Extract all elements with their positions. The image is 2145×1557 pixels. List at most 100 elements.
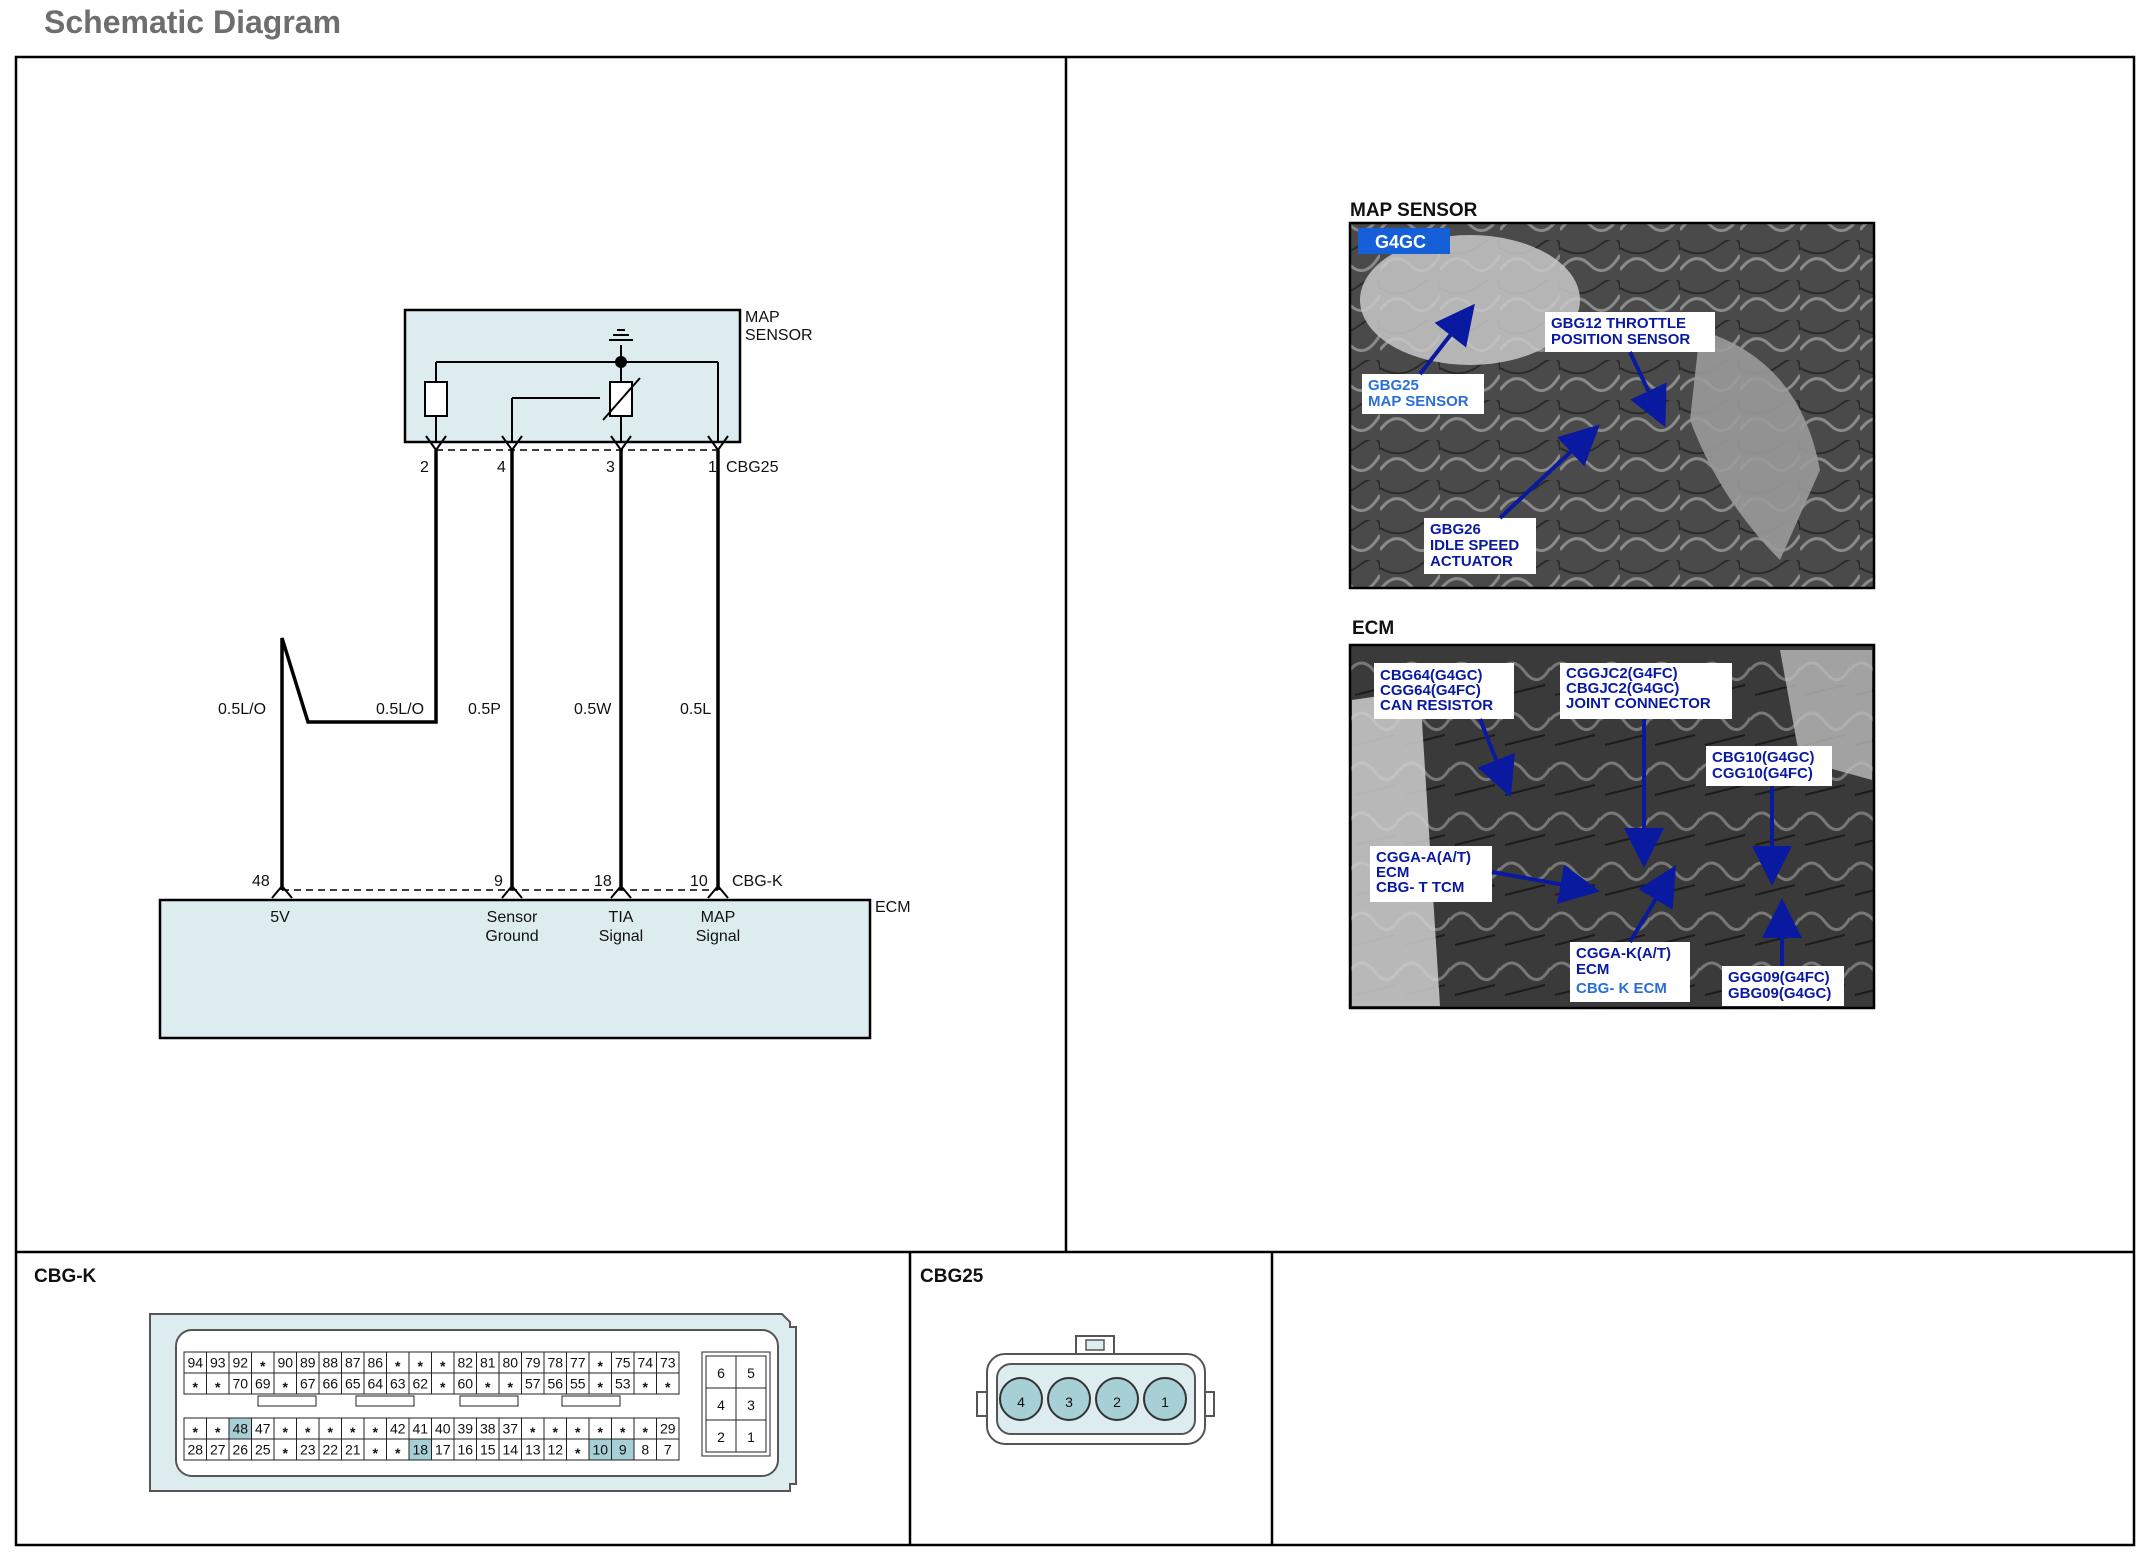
callout-gbg12-1: GBG12 THROTTLE (1551, 315, 1686, 332)
cbg25-pin (999, 1377, 1043, 1421)
wire-label-4: 0.5W (574, 701, 612, 718)
cbgk-pin-label: * (418, 1358, 424, 1374)
cbgk-pin-label: 94 (187, 1355, 203, 1371)
callout-cbg-k-ecm: CBG- K ECM (1576, 980, 1667, 997)
callout-cbg64-3: CAN RESISTOR (1380, 697, 1493, 714)
cbgk-side-pin-label: 5 (747, 1365, 755, 1381)
sensor-internal-circuit (424, 329, 719, 442)
cbgk-pin-label: * (193, 1424, 199, 1440)
cbgk-pin-label: * (485, 1379, 491, 1395)
callout-gbg26-3: ACTUATOR (1430, 553, 1513, 570)
cbgk-side-pin-cell (735, 1419, 767, 1453)
cbgk-side-pin-cell (735, 1387, 767, 1421)
cbgk-pin-label: * (575, 1445, 581, 1461)
callout-cbg10-1: CBG10(G4GC) (1712, 749, 1815, 766)
cbgk-pin-label: * (620, 1424, 626, 1440)
junction-dot (615, 356, 627, 368)
callout-cgga-a-3: CBG- T TCM (1376, 879, 1464, 896)
cbg25-pin-label: 2 (1113, 1394, 1121, 1410)
cbgk-pin-label: 82 (457, 1355, 473, 1371)
cbgk-pin-label: 93 (210, 1355, 226, 1371)
ecm-photo-heading: ECM (1352, 618, 1394, 639)
callout-gbg26-2: IDLE SPEED (1430, 537, 1519, 554)
ecm-pin-10: 10 (690, 873, 708, 890)
wire-label-5: 0.5L (680, 701, 711, 718)
cbgk-pin-label: 47 (255, 1421, 271, 1437)
callout-cggjc2-2: CBGJC2(G4GC) (1566, 680, 1679, 697)
ecm-box (158, 898, 872, 1040)
map-sensor-label-2: SENSOR (745, 327, 813, 344)
cbgk-side-pin-label: 2 (717, 1429, 725, 1445)
cbgk-pin-label: 53 (615, 1376, 631, 1392)
callout-cggjc2-1: CGGJC2(G4FC) (1566, 665, 1678, 682)
ecm-func-tia-1: TIA (609, 909, 634, 926)
ecm-func-sensor-ground-1: Sensor (487, 909, 538, 926)
ecm-func-map-2: Signal (696, 928, 740, 945)
cbgk-pin-label: 21 (345, 1442, 361, 1458)
callout-ggg09-1: GGG09(G4FC) (1728, 969, 1830, 986)
cbg25-pin (1095, 1377, 1139, 1421)
cbgk-pin-label: 88 (322, 1355, 338, 1371)
callout-gbg12-2: POSITION SENSOR (1551, 331, 1690, 348)
cbgk-pin-label: 77 (570, 1355, 586, 1371)
cbgk-pin-label: 80 (502, 1355, 518, 1371)
cbgk-pin-label: 25 (255, 1442, 271, 1458)
cbgk-pin-label: 87 (345, 1355, 361, 1371)
cbgk-pin-label: 13 (525, 1442, 541, 1458)
cbgk-side-pin-label: 3 (747, 1397, 755, 1413)
cbgk-pin-label: * (665, 1379, 671, 1395)
cbgk-pin-cell (656, 1438, 680, 1461)
ecm-pin-48: 48 (252, 873, 270, 890)
cbgk-pin-label: 62 (412, 1376, 428, 1392)
ecm-photo-panel: ECM CBG64(G4GC) CGG64(G4FC) CAN RESISTOR… (1348, 618, 1876, 1010)
callout-cbg64-1: CBG64(G4GC) (1380, 667, 1483, 684)
cbgk-pin-label: 79 (525, 1355, 541, 1371)
page-frame (14, 55, 2136, 1547)
cbgk-pin-label: * (260, 1358, 266, 1374)
cbgk-pin-label: 39 (457, 1421, 473, 1437)
schematic-panel: MAP SENSOR (158, 308, 911, 1040)
cbgk-title: CBG-K (34, 1266, 97, 1287)
cbgk-pin-label: * (373, 1445, 379, 1461)
engine-tag (1358, 228, 1450, 254)
cbgk-pin-label: 55 (570, 1376, 586, 1392)
cbgk-pin-label: 48 (232, 1421, 248, 1437)
cbgk-pin-label: 8 (641, 1442, 649, 1458)
map-sensor-photo-heading: MAP SENSOR (1350, 200, 1478, 221)
callout-cgga-a-1: CGGA-A(A/T) (1376, 849, 1471, 866)
cbgk-pin-label: 41 (412, 1421, 428, 1437)
cbgk-pin-label: 12 (547, 1442, 563, 1458)
callout-ggg09-2: GBG09(G4GC) (1728, 985, 1831, 1002)
cbgk-pin-label: * (598, 1424, 604, 1440)
cbgk-side-pin-cell (705, 1387, 737, 1421)
cbgk-pin-label: 56 (547, 1376, 563, 1392)
cbgk-pin-label: 75 (615, 1355, 631, 1371)
cbgk-pin-label: 14 (502, 1442, 518, 1458)
cbgk-pin-label: 63 (390, 1376, 406, 1392)
ecm-pin-chevrons (271, 884, 729, 899)
cbgk-pin-label: * (305, 1424, 311, 1440)
cbgk-pin-label: * (598, 1379, 604, 1395)
cbg25-pin-label: 1 (1161, 1394, 1169, 1410)
cbgk-pin-label: 22 (322, 1442, 338, 1458)
cbgk-key-bar (561, 1395, 621, 1407)
cbgk-pin-label: 64 (367, 1376, 383, 1392)
map-sensor-label-1: MAP (745, 309, 780, 326)
cbgk-pin-label: 86 (367, 1355, 383, 1371)
sensor-connector-name: CBG25 (726, 459, 779, 476)
cbgk-pin-label: 10 (592, 1442, 608, 1458)
cbgk-pin-label: * (215, 1424, 221, 1440)
cbgk-pin-label: 69 (255, 1376, 271, 1392)
callout-cgga-k-1: CGGA-K(A/T) (1576, 945, 1671, 962)
callout-gbg25-2: MAP SENSOR (1368, 393, 1469, 410)
cbgk-pin-label: 40 (435, 1421, 451, 1437)
cbg25-pin-label: 4 (1017, 1394, 1025, 1410)
cbgk-pin-label: 23 (300, 1442, 316, 1458)
cbgk-pin-label: * (328, 1424, 334, 1440)
cbgk-pin-label: * (350, 1424, 356, 1440)
cbgk-pin-label: 67 (300, 1376, 316, 1392)
cbgk-pin-label: 60 (457, 1376, 473, 1392)
